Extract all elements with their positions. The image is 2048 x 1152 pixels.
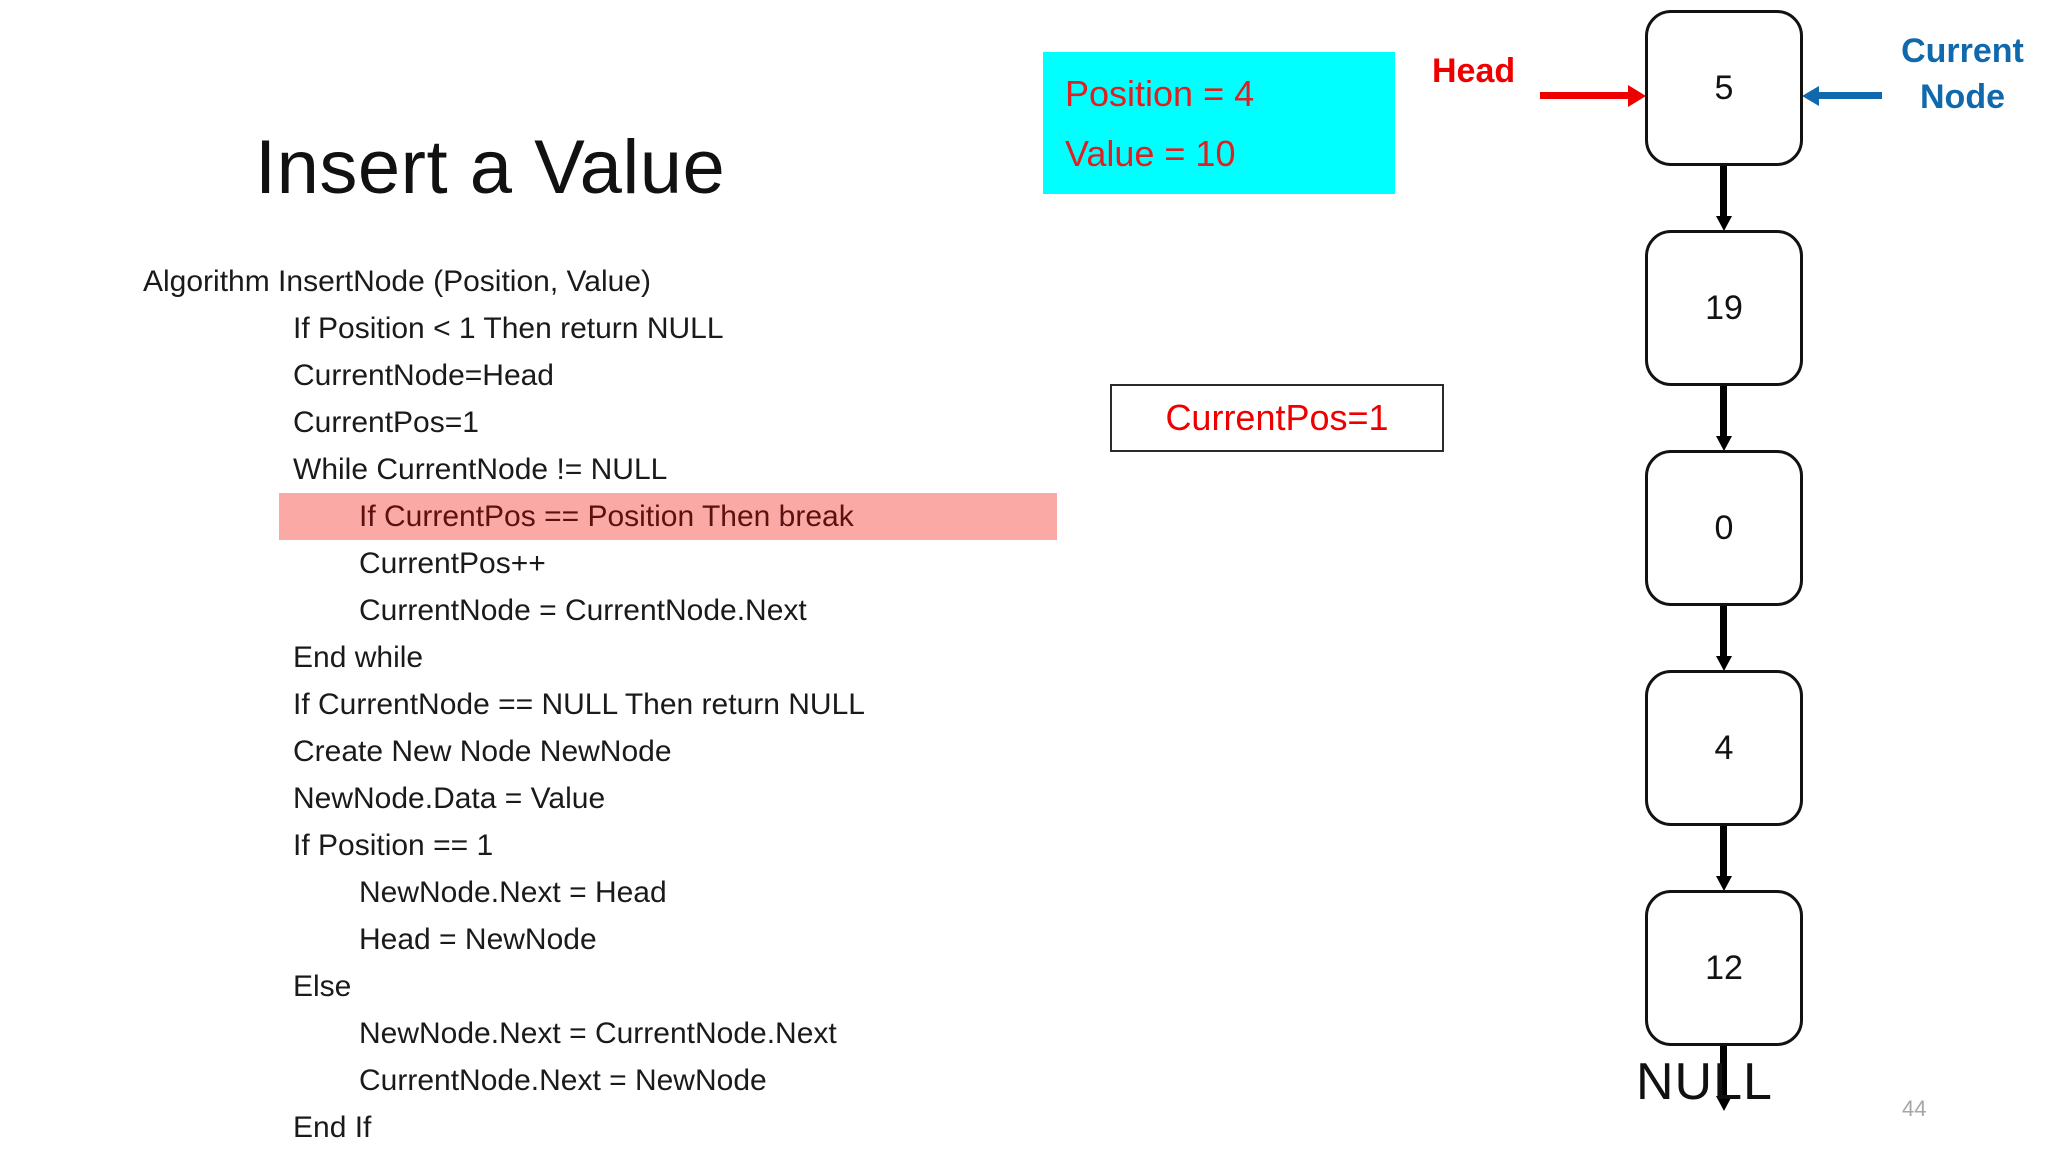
- node-value: 12: [1705, 948, 1743, 987]
- node-link-arrow-icon: [1716, 826, 1732, 891]
- current-node-pointer-label: Current Node: [1880, 28, 2045, 120]
- list-node: 19: [1645, 230, 1803, 386]
- code-line: NewNode.Next = CurrentNode.Next: [359, 1017, 837, 1050]
- list-node: 5: [1645, 10, 1803, 166]
- list-node: 0: [1645, 450, 1803, 606]
- null-terminator-label: NULL: [1636, 1053, 1773, 1111]
- node-value: 5: [1714, 68, 1734, 107]
- head-pointer-label: Head: [1432, 52, 1516, 90]
- list-node: 12: [1645, 890, 1803, 1046]
- code-line: If CurrentNode == NULL Then return NULL: [293, 688, 865, 721]
- code-line: CurrentPos++: [359, 547, 546, 580]
- current-node-label-line1: Current: [1901, 32, 2024, 70]
- code-line: CurrentNode.Next = NewNode: [359, 1064, 767, 1097]
- node-link-arrow-icon: [1716, 1046, 1732, 1111]
- parameters-callout: Position = 4 Value = 10: [1043, 52, 1395, 194]
- code-line: End If: [293, 1111, 372, 1144]
- page-title: Insert a Value: [255, 125, 726, 210]
- node-link-arrow-icon: [1716, 606, 1732, 671]
- code-line: End while: [293, 641, 424, 674]
- code-line: CurrentPos=1: [293, 406, 479, 439]
- node-link-arrow-icon: [1716, 386, 1732, 451]
- code-line: If Position == 1: [293, 829, 494, 862]
- code-line: Algorithm InsertNode (Position, Value): [143, 265, 652, 298]
- code-line: While CurrentNode != NULL: [293, 453, 668, 486]
- currentpos-text: CurrentPos=1: [1165, 397, 1389, 438]
- node-value: 0: [1714, 508, 1734, 547]
- code-line: Else: [293, 970, 352, 1003]
- code-line: NewNode.Data = Value: [293, 782, 606, 815]
- node-value: 19: [1705, 288, 1743, 327]
- code-line: CurrentNode=Head: [293, 359, 554, 392]
- code-line: CurrentNode = CurrentNode.Next: [359, 594, 807, 627]
- current-node-label-line2: Node: [1920, 78, 2005, 116]
- currentpos-callout: CurrentPos=1: [1110, 384, 1444, 452]
- head-arrow-icon: [1540, 85, 1646, 107]
- parameter-value: Value = 10: [1065, 133, 1236, 174]
- list-node: 4: [1645, 670, 1803, 826]
- node-value: 4: [1714, 728, 1734, 767]
- code-line: If Position < 1 Then return NULL: [293, 312, 724, 345]
- node-link-arrow-icon: [1716, 166, 1732, 231]
- slide-number: 44: [1902, 1096, 1927, 1121]
- current-node-arrow-icon: [1802, 86, 1882, 106]
- algorithm-pseudocode: Algorithm InsertNode (Position, Value) I…: [143, 258, 1103, 1151]
- code-line-highlighted: If CurrentPos == Position Then break: [279, 493, 1057, 540]
- code-line: NewNode.Next = Head: [359, 876, 667, 909]
- parameter-position: Position = 4: [1065, 73, 1255, 114]
- code-line: Head = NewNode: [359, 923, 597, 956]
- code-line: Create New Node NewNode: [293, 735, 672, 768]
